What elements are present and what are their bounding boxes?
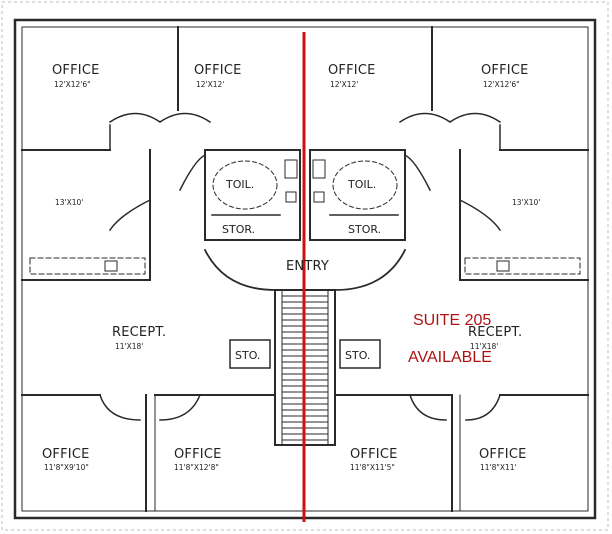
office-top-left-dim: 12'X12'6" <box>54 80 91 89</box>
reception-left-dim: 11'X18' <box>115 342 143 351</box>
room-middle-left-dim: 13'X10' <box>55 198 83 207</box>
office-top-center-right-dim: 12'X12' <box>330 80 358 89</box>
room-middle-right-dim: 13'X10' <box>512 198 540 207</box>
toilet-left-label: TOIL. <box>225 178 254 191</box>
office-top-right-dim: 12'X12'6" <box>483 80 520 89</box>
storage-left-label: STOR. <box>222 223 255 236</box>
walls <box>13 18 597 520</box>
office-bottom-right-label: OFFICE <box>479 447 527 462</box>
office-top-center-left-label: OFFICE <box>194 63 242 78</box>
office-bottom-left-dim: 11'8"X9'10" <box>44 463 89 472</box>
office-bottom-right-dim: 11'8"X11' <box>480 463 517 472</box>
office-bottom-center-right-label: OFFICE <box>350 447 398 462</box>
office-bottom-center-right-dim: 11'8"X11'5" <box>350 463 395 472</box>
office-top-left-label: OFFICE <box>52 63 100 78</box>
entry-label: ENTRY <box>286 259 329 274</box>
office-top-center-right-label: OFFICE <box>328 63 376 78</box>
reception-left-label: RECEPT. <box>112 325 166 340</box>
office-bottom-center-left-dim: 11'8"X12'8" <box>174 463 219 472</box>
office-top-center-left-dim: 12'X12' <box>196 80 224 89</box>
sto-left-label: STO. <box>235 349 260 362</box>
suite-number-label: SUITE 205 <box>413 312 491 329</box>
office-bottom-left-label: OFFICE <box>42 447 90 462</box>
toilet-right-label: TOIL. <box>347 178 376 191</box>
reception-right-label: RECEPT. <box>468 325 522 340</box>
office-top-right-label: OFFICE <box>481 63 529 78</box>
sto-right-label: STO. <box>345 349 370 362</box>
office-bottom-center-left-label: OFFICE <box>174 447 222 462</box>
suite-availability-label: AVAILABLE <box>408 349 492 366</box>
reception-right-dim: 11'X18' <box>470 342 498 351</box>
storage-right-label: STOR. <box>348 223 381 236</box>
